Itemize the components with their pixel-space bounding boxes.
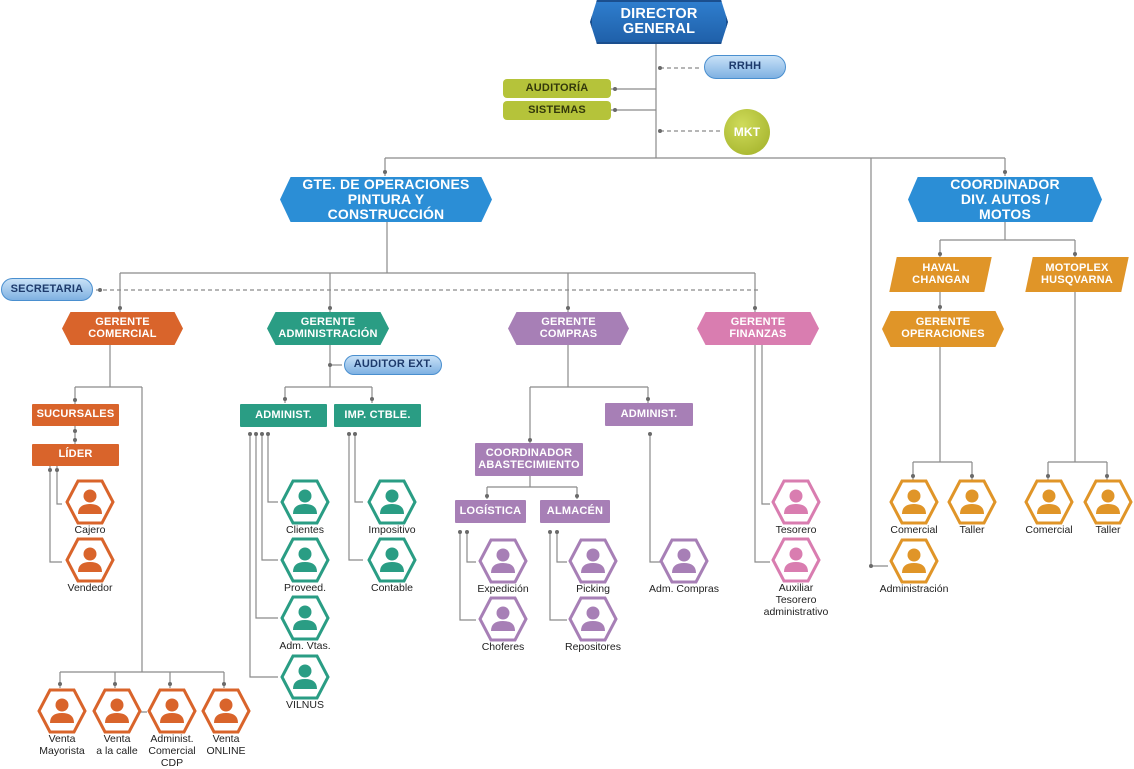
administ-label: ADMINIST. bbox=[255, 408, 312, 421]
person-label: Vendedor bbox=[67, 582, 113, 594]
gerente-operaciones-label: GERENTE OPERACIONES bbox=[901, 316, 985, 340]
motoplex-husqvarna-label: MOTOPLEX HUSQVARNA bbox=[1041, 261, 1113, 286]
sucursales-label: SUCURSALES bbox=[36, 408, 115, 421]
gerente-administracion-box: GERENTE ADMINISTRACIÓN bbox=[267, 312, 389, 345]
sistemas-box: SISTEMAS bbox=[503, 101, 611, 120]
person-icon bbox=[280, 595, 330, 641]
person-label: Venta a la calle bbox=[96, 733, 138, 758]
compras-administ-label: ADMINIST. bbox=[620, 407, 678, 420]
person-label: Adm. Compras bbox=[648, 583, 720, 595]
mkt-label: MKT bbox=[733, 124, 761, 139]
person-label: Taller bbox=[1095, 524, 1121, 536]
person-icon bbox=[65, 479, 115, 525]
person-label: Adm. Vtas. bbox=[279, 640, 331, 652]
person-label: Administración bbox=[879, 583, 949, 595]
person-icon bbox=[147, 688, 197, 734]
person-label: Tesorero bbox=[775, 524, 817, 536]
person-icon bbox=[367, 537, 417, 583]
person-icon bbox=[771, 479, 821, 525]
gte-operaciones-box: GTE. DE OPERACIONES PINTURA Y CONSTRUCCI… bbox=[280, 177, 492, 222]
person-icon bbox=[367, 479, 417, 525]
mkt-circle: MKT bbox=[724, 109, 770, 155]
rrhh-box: RRHH bbox=[704, 55, 786, 79]
person-icon bbox=[659, 538, 709, 584]
person-label: Administ. Comercial CDP bbox=[148, 733, 196, 769]
secretaria-box: SECRETARIA bbox=[1, 278, 93, 301]
person-icon bbox=[771, 537, 821, 583]
person-icon bbox=[280, 479, 330, 525]
gerente-comercial-box: GERENTE COMERCIAL bbox=[62, 312, 183, 345]
person-label: Auxiliar Tesorero administrativo bbox=[763, 582, 829, 619]
person-icon bbox=[947, 479, 997, 525]
person-icon bbox=[92, 688, 142, 734]
person-icon bbox=[889, 479, 939, 525]
gerente-finanzas-label: GERENTE FINANZAS bbox=[729, 315, 787, 340]
person-icon bbox=[889, 538, 939, 584]
person-label: VILNUS bbox=[286, 699, 324, 711]
rrhh-label: RRHH bbox=[728, 60, 762, 73]
person-icon bbox=[478, 538, 528, 584]
gte-operaciones-label: GTE. DE OPERACIONES PINTURA Y CONSTRUCCI… bbox=[302, 176, 470, 222]
director-general-box: DIRECTOR GENERAL bbox=[590, 0, 728, 44]
person-icon bbox=[568, 538, 618, 584]
gerente-compras-label: GERENTE COMPRAS bbox=[539, 315, 598, 340]
lider-label: LÍDER bbox=[58, 448, 93, 461]
person-label: Clientes bbox=[286, 524, 324, 536]
coordinador-abastecimiento-box: COORDINADOR ABASTECIMIENTO bbox=[475, 443, 583, 476]
person-label: Venta ONLINE bbox=[206, 733, 246, 758]
person-icon bbox=[568, 596, 618, 642]
person-label: Picking bbox=[576, 583, 610, 595]
compras-administ-box: ADMINIST. bbox=[605, 403, 693, 426]
motoplex-husqvarna-box: MOTOPLEX HUSQVARNA bbox=[1025, 257, 1129, 292]
person-icon bbox=[37, 688, 87, 734]
sucursales-box: SUCURSALES bbox=[32, 404, 119, 426]
coordinador-div-box: COORDINADOR DIV. AUTOS / MOTOS bbox=[908, 177, 1102, 222]
imp-ctble-box: IMP. CTBLE. bbox=[334, 404, 421, 427]
auditoria-box: AUDITORÍA bbox=[503, 79, 611, 98]
gerente-comercial-label: GERENTE COMERCIAL bbox=[88, 315, 157, 340]
person-label: Contable bbox=[370, 582, 414, 594]
secretaria-label: SECRETARIA bbox=[10, 282, 84, 295]
sistemas-label: SISTEMAS bbox=[528, 103, 586, 116]
director-general-label: DIRECTOR GENERAL bbox=[620, 5, 698, 37]
almacen-label: ALMACÉN bbox=[546, 504, 604, 517]
lider-box: LÍDER bbox=[32, 444, 119, 466]
person-icon bbox=[280, 537, 330, 583]
gerente-operaciones-box: GERENTE OPERACIONES bbox=[882, 311, 1004, 347]
person-label: Venta Mayorista bbox=[39, 733, 85, 758]
person-icon bbox=[280, 654, 330, 700]
person-icon bbox=[1083, 479, 1133, 525]
gerente-administracion-label: GERENTE ADMINISTRACIÓN bbox=[278, 315, 378, 340]
person-label: Repositores bbox=[564, 641, 622, 653]
person-label: Comercial bbox=[890, 524, 938, 536]
auditor-ext-label: AUDITOR EXT. bbox=[353, 358, 433, 371]
logistica-box: LOGÍSTICA bbox=[455, 500, 526, 523]
person-label: Cajero bbox=[74, 524, 106, 536]
gerente-compras-box: GERENTE COMPRAS bbox=[508, 312, 629, 345]
logistica-label: LOGÍSTICA bbox=[459, 504, 522, 517]
almacen-box: ALMACÉN bbox=[540, 500, 610, 523]
administ-box: ADMINIST. bbox=[240, 404, 327, 427]
haval-changan-label: HAVAL CHANGAN bbox=[911, 261, 970, 286]
person-label: Choferes bbox=[481, 641, 525, 653]
person-label: Impositivo bbox=[368, 524, 416, 536]
person-icon bbox=[1024, 479, 1074, 525]
coordinador-abastecimiento-label: COORDINADOR ABASTECIMIENTO bbox=[478, 446, 580, 471]
auditoria-label: AUDITORÍA bbox=[525, 81, 589, 94]
person-label: Proveed. bbox=[283, 582, 327, 594]
person-icon bbox=[65, 537, 115, 583]
haval-changan-box: HAVAL CHANGAN bbox=[889, 257, 992, 292]
imp-ctble-label: IMP. CTBLE. bbox=[344, 408, 411, 421]
person-label: Expedición bbox=[477, 583, 529, 595]
person-label: Comercial bbox=[1025, 524, 1073, 536]
auditor-ext-box: AUDITOR EXT. bbox=[344, 355, 442, 375]
person-icon bbox=[201, 688, 251, 734]
coordinador-div-label: COORDINADOR DIV. AUTOS / MOTOS bbox=[950, 176, 1060, 222]
gerente-finanzas-box: GERENTE FINANZAS bbox=[697, 312, 819, 345]
person-label: Taller bbox=[959, 524, 985, 536]
person-icon bbox=[478, 596, 528, 642]
